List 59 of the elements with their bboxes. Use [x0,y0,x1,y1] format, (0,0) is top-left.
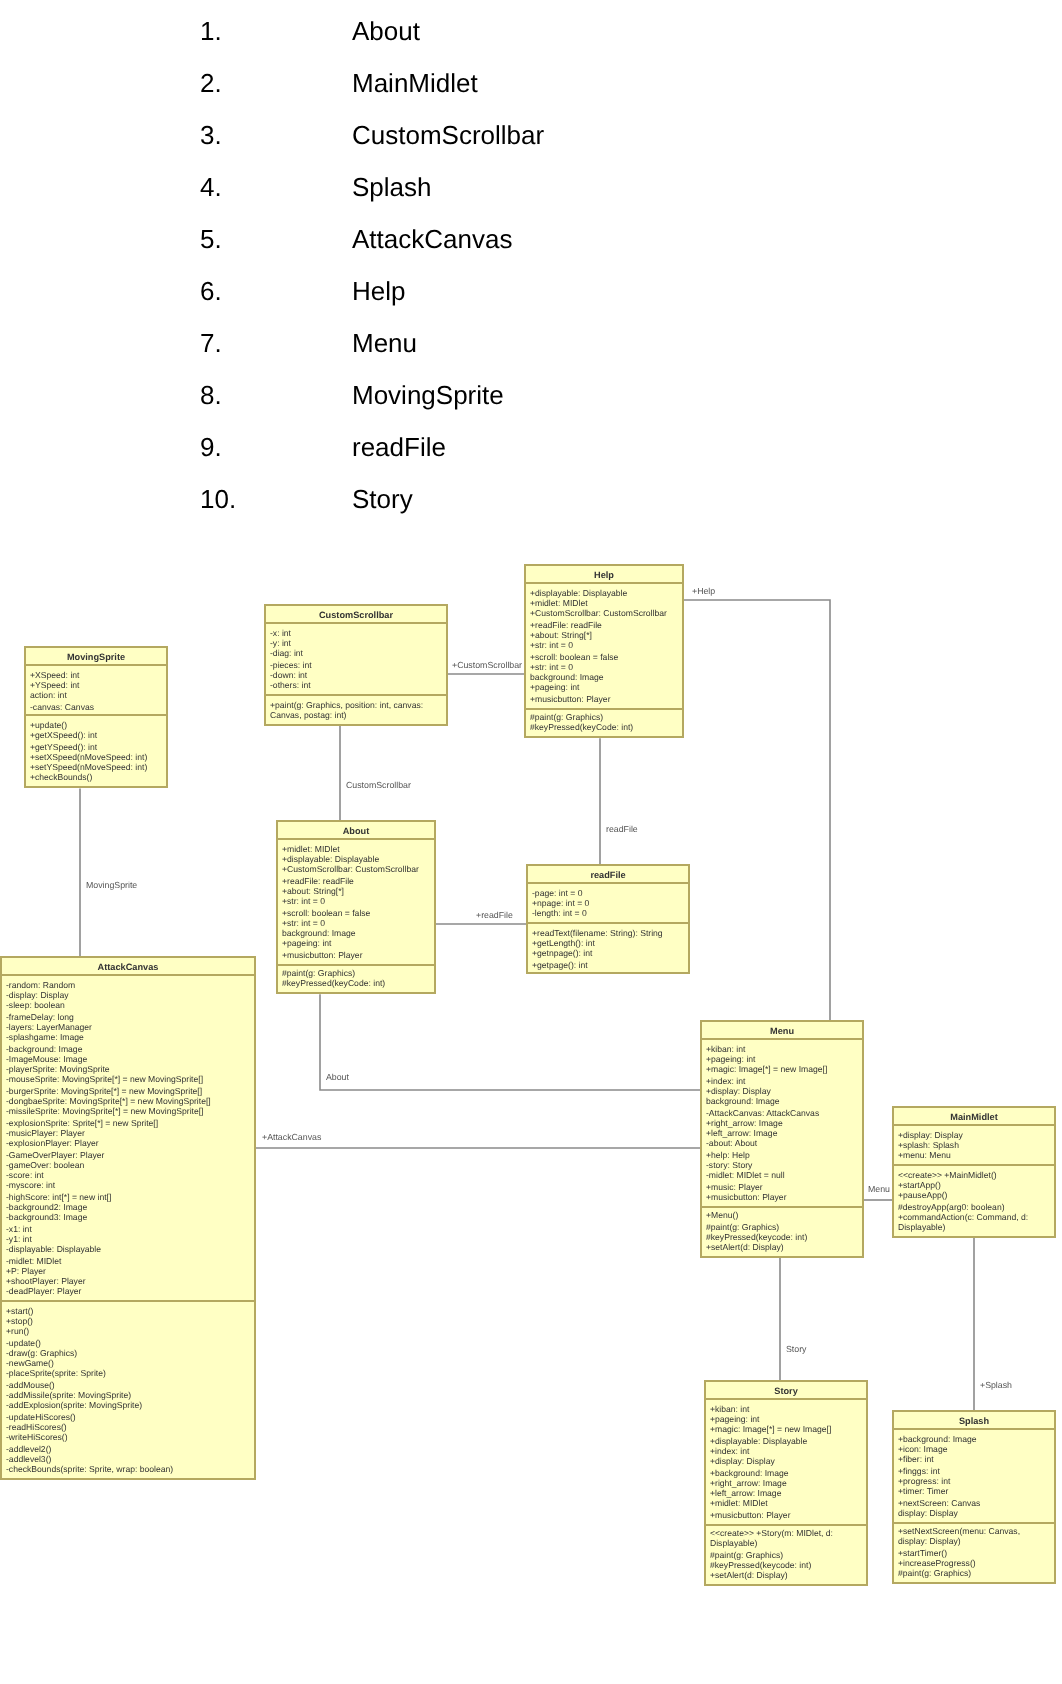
list-number: 5. [200,224,224,256]
class-list-item: About [352,16,422,48]
association-line [447,673,525,675]
list-number: 2. [200,68,224,100]
association-line [599,737,601,865]
class-list-item: Splash [352,172,434,204]
list-number: 9. [200,432,224,464]
attribute-compartment [706,1398,866,1524]
class-box [276,820,436,995]
association-line [319,993,701,1091]
operation-compartment [526,707,682,737]
attribute-compartment [528,882,688,923]
class-list-item: MainMidlet [352,68,480,100]
attribute-compartment [26,664,166,715]
operation-compartment [26,714,166,787]
class-box [264,604,448,726]
operation-compartment [702,1205,862,1256]
class-list-item: readFile [352,432,448,464]
list-number: 1. [200,16,224,48]
class-box [524,564,684,739]
operation-compartment [528,922,688,973]
class-box [700,1020,864,1258]
list-number: 6. [200,276,224,308]
attribute-compartment [526,582,682,708]
class-list-item: Help [352,276,408,308]
class-list-item: Menu [352,328,420,360]
list-number: 4. [200,172,224,204]
attribute-compartment [2,974,254,1301]
operation-compartment [894,1164,1054,1236]
class-box [892,1410,1056,1585]
association-line [339,724,341,821]
operation-compartment [2,1300,254,1478]
list-number: 7. [200,328,224,360]
attribute-compartment [894,1428,1054,1522]
class-list-item: AttackCanvas [352,224,515,256]
class-box [526,864,690,975]
association-line [973,1237,975,1411]
class-list-item: Story [352,484,415,516]
association-line [255,1147,701,1149]
class-box [24,646,168,789]
association-line [79,787,81,957]
operation-compartment [894,1521,1054,1583]
class-box [704,1380,868,1587]
class-list-item: MovingSprite [352,380,506,412]
class-list-item: CustomScrollbar [352,120,545,152]
association-line [863,1199,893,1201]
list-number: 3. [200,120,224,152]
association-line [683,599,831,1021]
list-number: 10. [200,484,239,516]
list-number: 8. [200,380,224,412]
operation-compartment [266,694,446,724]
attribute-compartment [702,1038,862,1206]
association-line [779,1257,781,1381]
association-line [435,923,527,925]
class-box [892,1106,1056,1238]
operation-compartment [278,963,434,993]
attribute-compartment [278,838,434,964]
operation-compartment [706,1523,866,1585]
class-box [0,956,256,1480]
